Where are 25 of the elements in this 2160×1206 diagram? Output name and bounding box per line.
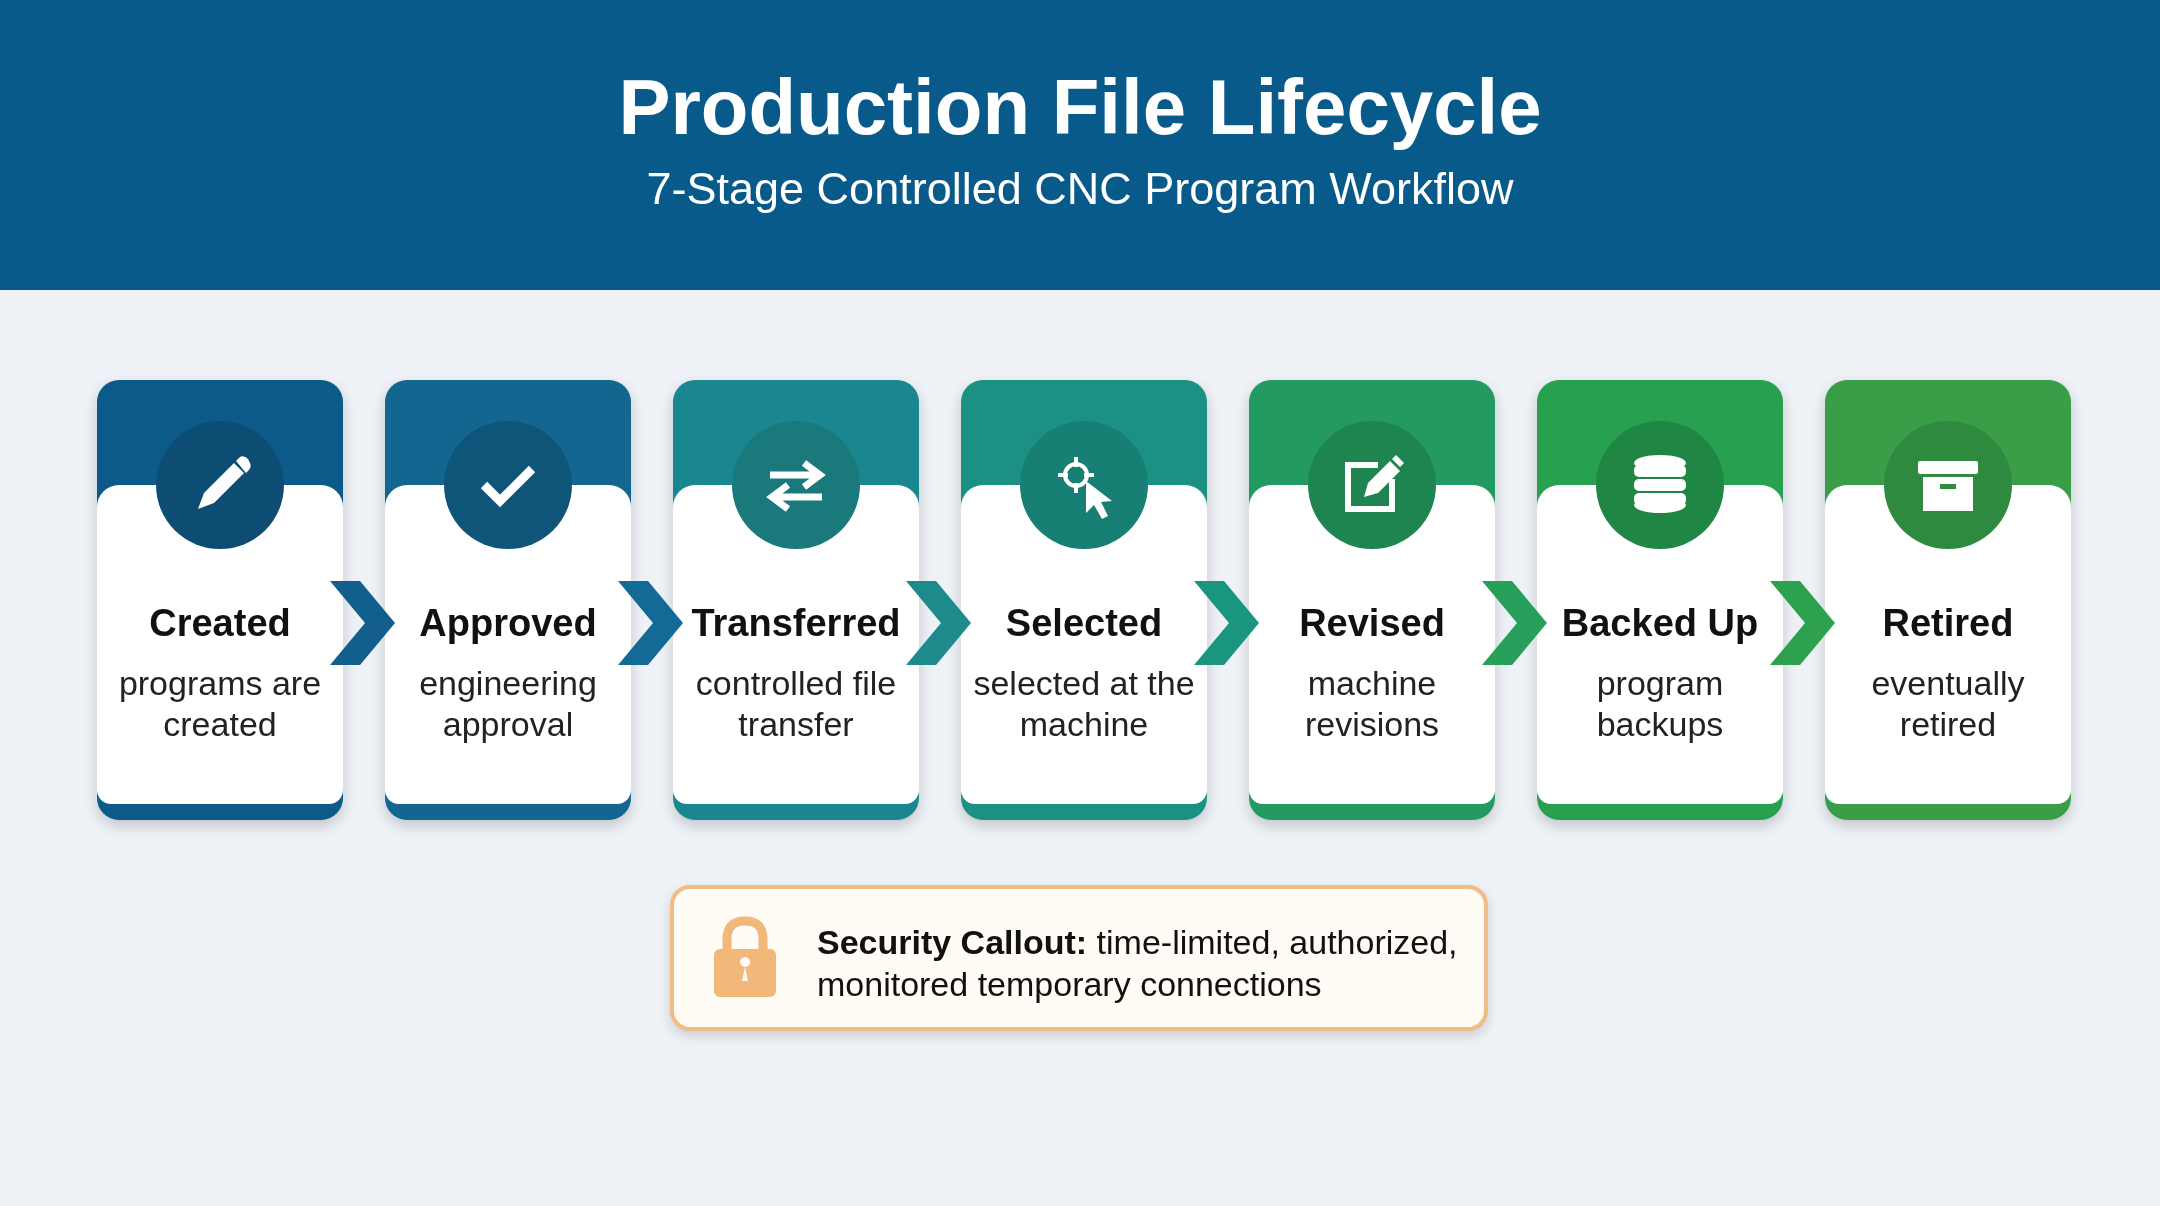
callout-box [670, 885, 1488, 1031]
stage-card [673, 380, 919, 820]
stage-description: eventually retired [1870, 663, 2026, 745]
stage-description: machine revisions [1303, 663, 1441, 745]
stage-title: Created [148, 602, 292, 645]
stage-title: Backed Up [1560, 602, 1760, 645]
stage-description: engineering approval [418, 663, 598, 745]
stage-title: Approved [418, 602, 598, 645]
stage-title: Selected [1004, 602, 1164, 645]
stage-description: programs are created [117, 663, 323, 745]
stage-card [1537, 380, 1783, 820]
stage-description: program backups [1595, 663, 1725, 745]
subtitle: 7-Stage Controlled CNC Program Workflow [645, 163, 1515, 215]
stage-card [1825, 380, 2071, 820]
stage-card [385, 380, 631, 820]
stage-title: Retired [1881, 602, 2015, 645]
stage-card [961, 380, 1207, 820]
stage-title: Revised [1298, 602, 1446, 645]
stage-card [1249, 380, 1495, 820]
title: Production File Lifecycle [617, 62, 1543, 153]
callout-text: Security Callout: time-limited, authorized, monitored temporary connections [817, 922, 1459, 1005]
stage-description: selected at the machine [972, 663, 1196, 745]
stage-card [97, 380, 343, 820]
stage-description: controlled file transfer [694, 663, 898, 745]
stage-title: Transferred [690, 602, 902, 645]
